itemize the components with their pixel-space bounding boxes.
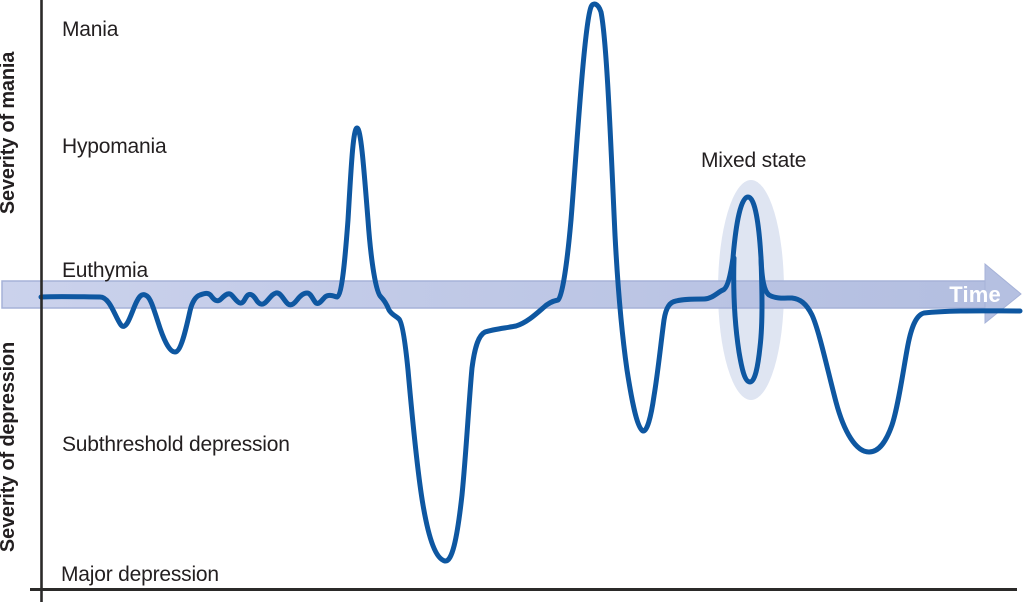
label-time: Time <box>949 282 1001 307</box>
mixed-state-lower-lobe <box>731 255 765 385</box>
mood-curve <box>38 1 1023 564</box>
label-hypomania: Hypomania <box>62 135 167 158</box>
label-major-depression: Major depression <box>61 563 219 586</box>
label-mania: Mania <box>62 18 119 41</box>
label-euthymia: Euthymia <box>62 259 148 282</box>
y-axis-title-severity-of-depression: Severity of depression <box>0 342 19 552</box>
label-mixed-state: Mixed state <box>701 149 806 172</box>
label-subthreshold-depression: Subthreshold depression <box>62 433 290 456</box>
y-axis-title-severity-of-mania: Severity of mania <box>0 51 19 214</box>
